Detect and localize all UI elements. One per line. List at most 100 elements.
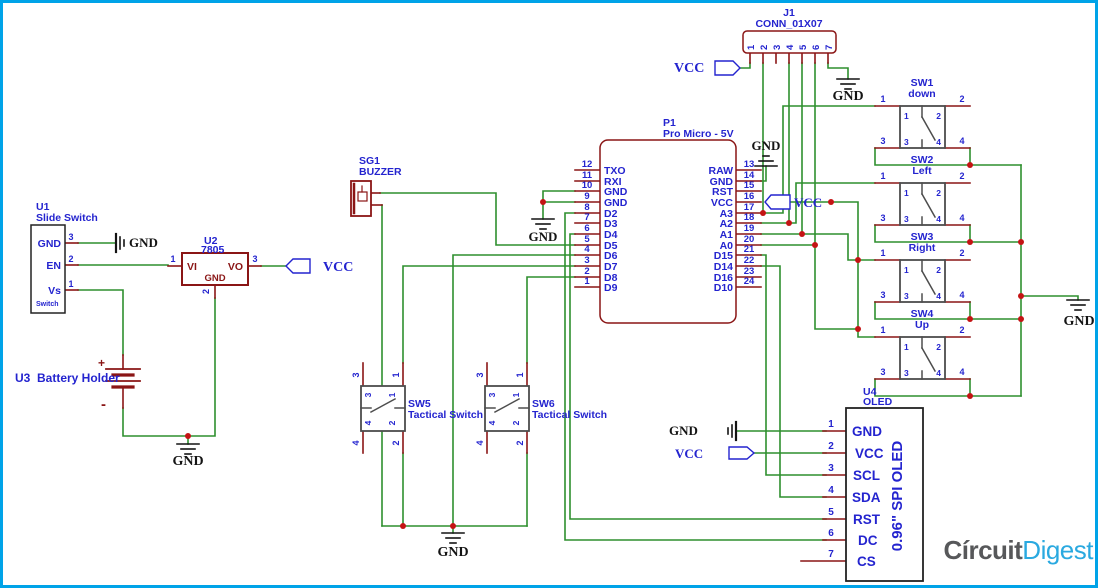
battery-minus: - [101,396,106,413]
p1-pin-name: RST [712,186,734,198]
u4-pin-num: 2 [828,441,834,452]
junction-dot [967,239,973,245]
u3-ref: U3 [15,371,31,385]
sw-pin-num: 1 [904,188,909,198]
sw-pin-num: 3 [363,392,373,397]
p1-pin-name: D7 [604,261,618,273]
sw3-value: Right [909,242,936,254]
sg1-ref: SG1 [359,155,380,167]
u4-value: OLED [863,396,893,408]
sw-pin-num: 1 [904,265,909,275]
p1-pin-num: 7 [584,212,589,223]
gnd-label-p1-left: GND [529,229,558,244]
gnd-label-right: GND [1063,314,1094,329]
wire-d14-sda [760,265,827,498]
p1-pin-name: RAW [709,165,734,177]
junction-dot [855,257,861,263]
logo-digest: Digest [1022,535,1093,565]
junction-dot [799,231,805,237]
u2-body [181,252,249,286]
p1-pin-num: 12 [582,159,593,170]
sw-pin-num: 4 [936,291,941,301]
u4-pin-num: 5 [828,507,834,518]
wire-sw2-loop [874,224,1022,243]
wire-j1p1-vcc [739,62,751,69]
p1-pin-name: D16 [714,272,733,284]
sw1-value: down [908,88,935,100]
gnd-label-p1-right: GND [752,138,781,153]
p1-pin-num: 6 [584,223,589,234]
p1-pin-num: 20 [744,234,755,245]
sw-pin-num: 3 [880,136,885,146]
circuitdigest-logo: CírcuitDigest [941,535,1093,566]
u4-pin-num: 7 [828,549,834,560]
u1-pin-name: Vs [48,285,61,297]
sg1-value: BUZZER [359,166,402,178]
sw-pin-num: 3 [475,372,485,377]
p1-pin-name: GND [710,176,734,188]
vcc-label-u2: VCC [323,260,353,275]
u2-value: 7805 [201,244,225,256]
u1-pin-num: 3 [68,232,73,242]
j1-pin-num: 2 [759,45,770,50]
u3-value: Battery Holder [37,371,120,385]
junction-dot [812,242,818,248]
sw-pin-num: 4 [936,214,941,224]
wire-a3-sw1 [760,105,876,214]
wire-a0-sw4 [760,244,859,330]
p1-pin-name: D2 [604,208,618,220]
sw-pin-num: 1 [515,372,525,377]
u1-pin-num: 1 [68,279,73,289]
sw-pin-num: 4 [959,136,964,146]
p1-pin-name: D6 [604,250,618,262]
sw-pin-num: 1 [880,94,885,104]
logo-circuit: Círcuit [943,535,1023,565]
p1-pin-name: A0 [720,240,734,252]
sw-pin-num: 2 [511,420,521,425]
p1-pin-num: 22 [744,255,755,266]
j1-ref: J1 [783,7,795,19]
sw6-value: Tactical Switch [532,409,607,421]
switch-lever [920,269,937,296]
u4-pin-name: DC [858,533,878,548]
sw-pin-num: 1 [391,372,401,377]
sw-pin-num: 2 [387,420,397,425]
sw-pin-num: 4 [959,290,964,300]
u4-pin-num: 1 [828,419,834,430]
u2-pin-name: VO [228,261,243,273]
wire-d15-scl [760,254,827,476]
p1-pin-num: 2 [584,266,589,277]
p1-pin-num: 9 [584,191,589,202]
sw-pin-num: 2 [959,325,964,335]
u4-pin-name: SDA [852,490,881,505]
p1-pin-name: A2 [720,218,734,230]
sw-pin-num: 1 [511,392,521,397]
sw-pin-num: 3 [880,290,885,300]
j1-pin-num: 5 [798,44,809,50]
junction-dot [1018,316,1024,322]
sw-pin-num: 4 [959,213,964,223]
switch-lever [369,397,397,414]
wire-sw1-loop [874,147,1022,166]
j1-pin-num: 7 [824,45,835,50]
junction-dot [185,433,191,439]
sw-pin-num: 3 [351,372,361,377]
u1-value: Slide Switch [36,212,98,224]
p1-pin-num: 17 [744,202,755,213]
wire-vcc-bus [789,201,876,338]
gnd-label-rail: GND [437,545,468,560]
sw-pin-num: 4 [959,367,964,377]
p1-pin-name: VCC [711,197,734,209]
u1-sub: Switch [36,301,59,308]
sw-pin-num: 3 [880,213,885,223]
p1-pin-name: A1 [720,229,734,241]
sw-pin-num: 3 [904,137,909,147]
j1-pin-num: 6 [811,45,822,50]
sg1-inner [357,191,368,202]
sw-pin-num: 2 [959,171,964,181]
sw1-ref: SW1 [911,77,934,89]
sw-pin-num: 2 [959,94,964,104]
battery-plus: + [98,356,105,370]
u4-pin-name: SCL [853,468,880,483]
